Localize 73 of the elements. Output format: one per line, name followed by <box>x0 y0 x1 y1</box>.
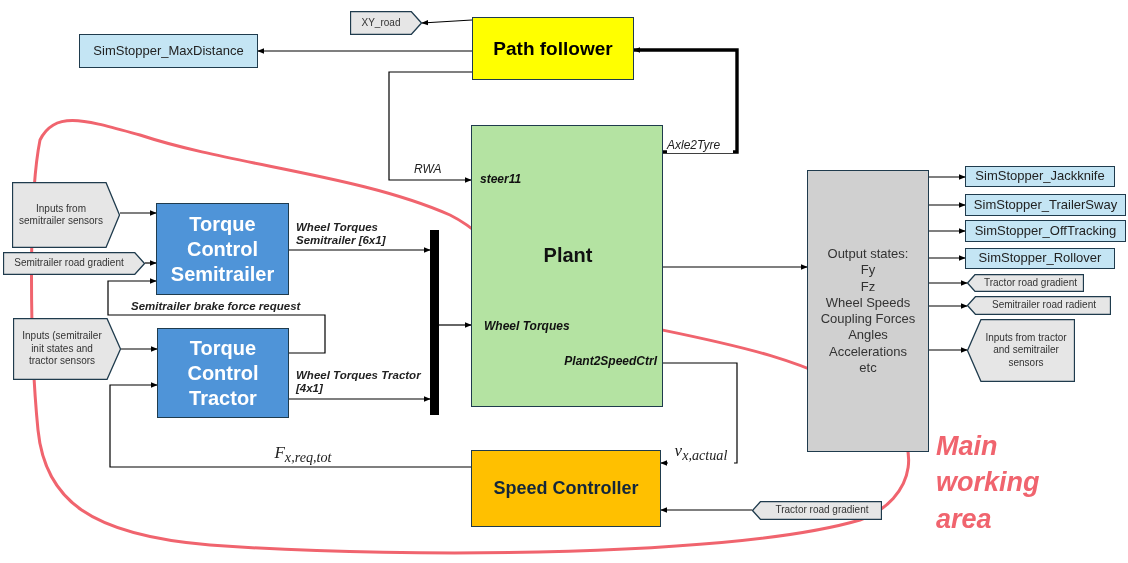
arrow <box>288 247 431 253</box>
signal-tag <box>13 318 121 380</box>
node-label: SimStopper_MaxDistance <box>92 42 245 60</box>
port-label: Wheel Torques <box>484 319 571 333</box>
arrow <box>928 255 966 261</box>
node-label: SimStopper_Rollover <box>977 250 1103 267</box>
state-label: etc <box>858 359 878 376</box>
arrow <box>107 278 326 354</box>
arrow <box>928 228 966 234</box>
signal-tag <box>967 296 1111 315</box>
node-label: Path follower <box>492 36 614 61</box>
node-label: XY_road <box>360 16 402 30</box>
node-label: Speed Controller <box>492 477 640 500</box>
node-label: Semitrailer road gradient <box>13 257 125 270</box>
arrow <box>660 507 753 513</box>
block-box <box>157 328 289 418</box>
state-label: Angles <box>847 327 889 344</box>
arrow <box>421 19 473 26</box>
arrow <box>928 174 966 180</box>
node-label: Inputs from tractor and semitrailer sensors <box>984 331 1068 370</box>
node-label: SimStopper_TrailerSway <box>972 196 1119 214</box>
output-states-box <box>807 170 929 452</box>
arrow <box>662 264 808 270</box>
sim-stopper-box <box>965 166 1115 187</box>
arrow <box>119 210 157 216</box>
sim-stopper-box <box>965 194 1126 216</box>
block-box <box>471 125 663 407</box>
arrow <box>388 71 473 183</box>
mux-bar <box>430 230 439 415</box>
block-box <box>471 450 661 527</box>
arrow <box>928 347 968 353</box>
node-label: Torque Control Tractor <box>186 335 260 411</box>
block-box <box>472 17 634 80</box>
node-label: Inputs from semitrailer sensors <box>18 202 104 228</box>
signal-tag <box>3 252 145 275</box>
state-label: Fy <box>859 262 877 279</box>
state-label: Accelerations <box>827 343 908 360</box>
arrow <box>109 382 472 468</box>
node-label: Tractor road gradient <box>983 276 1078 290</box>
signal-tag <box>752 501 882 520</box>
state-label: Wheel Speeds <box>824 294 912 311</box>
node-label: Semitrailer road radient <box>991 299 1097 312</box>
state-label: Output states: <box>826 246 910 263</box>
signal-tag <box>967 319 1075 382</box>
node-label: SimStopper_OffTracking <box>973 222 1118 240</box>
port-label: Plant2SpeedCtrl <box>563 354 657 368</box>
arrow <box>928 202 966 208</box>
block-box <box>156 203 289 295</box>
node-label: Inputs (semitrailer init states and tractor sensors <box>21 330 103 368</box>
arrow <box>288 396 431 402</box>
sim-stopper-box <box>79 34 258 68</box>
state-label: Coupling Forces <box>819 311 917 328</box>
arrow <box>144 260 157 266</box>
node-label: Tractor road gradient <box>774 504 870 517</box>
edge-label: Axle2Tyre <box>667 139 733 153</box>
sim-stopper-box <box>965 220 1126 242</box>
signal-tag <box>12 182 120 248</box>
arrow <box>928 303 968 309</box>
sim-stopper-box <box>965 248 1115 269</box>
block-title: Plant <box>542 244 594 267</box>
node-label: Torque Control Semitrailer <box>169 211 276 287</box>
arrow <box>633 47 739 154</box>
arrow <box>120 346 158 352</box>
edge-label: Wheel Torques Tractor [4x1] <box>296 369 421 396</box>
signal-tag <box>967 274 1084 292</box>
state-label: Fz <box>859 278 877 295</box>
port-label: steer11 <box>480 172 523 186</box>
arrow <box>438 322 472 328</box>
signal-tag <box>350 11 422 35</box>
annotation: Main working area <box>936 430 1041 536</box>
arrow <box>257 48 473 54</box>
node-label: SimStopper_Jackknife <box>974 168 1106 185</box>
arrow <box>928 280 968 286</box>
